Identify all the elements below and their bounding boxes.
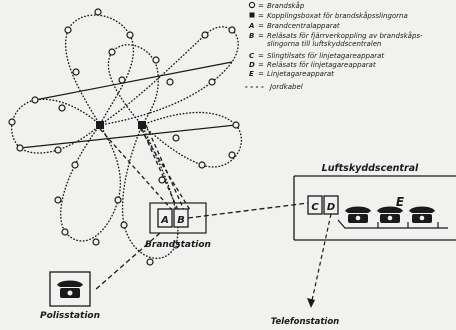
- arrow-head: [307, 298, 315, 308]
- cable-to-luftskydd: [187, 202, 309, 219]
- legend-symbol: D: [249, 61, 255, 69]
- brandskap-marker: [64, 26, 72, 34]
- legend-text: Jordkabel: [268, 83, 303, 91]
- device-d-label: D: [327, 202, 335, 213]
- brandskap-marker: [54, 146, 62, 154]
- legend-text-2: slingorna till luftskyddscentralen: [267, 40, 382, 48]
- brandskap-circles: [8, 8, 240, 266]
- loop-second-bottom: [121, 123, 179, 259]
- legend-text: Linjetagareapparat: [267, 70, 334, 78]
- brandskap-marker: [16, 144, 24, 152]
- brandskap-marker: [71, 161, 79, 169]
- brandskap-marker: [8, 118, 16, 126]
- brandskap-marker: [92, 238, 100, 246]
- brandskap-marker: [201, 31, 209, 39]
- legend-eq: =: [258, 2, 264, 10]
- legend-text: Slingtilsats för linjetagareapparat: [267, 52, 384, 60]
- brandskap-marker: [31, 96, 39, 104]
- legend-eq: =: [258, 12, 264, 20]
- brandskap-marker: [208, 78, 216, 86]
- device-c-label: C: [311, 202, 319, 213]
- legend-symbol: A: [248, 22, 254, 30]
- brandskap-marker: [72, 68, 80, 76]
- device-a-label: A: [160, 215, 169, 226]
- brandskap-marker: [166, 78, 174, 86]
- legend-text: Brandcentralapparat: [267, 22, 340, 30]
- brandskap-marker: [118, 76, 126, 84]
- brandskap-marker: [198, 161, 206, 169]
- brandskap-marker: [120, 221, 128, 229]
- cross-line-2: [19, 124, 237, 149]
- legend: = Brandskåp = Kopplingsboxat för brandsk…: [245, 1, 423, 91]
- brandskap-marker: [232, 121, 240, 129]
- brandskap-marker: [114, 196, 122, 204]
- loop-second-right: [140, 111, 242, 168]
- telefonstation-label: Telefonstation: [271, 317, 339, 327]
- phone-icon-2: [377, 206, 403, 223]
- legend-symbol: E: [249, 70, 254, 78]
- legend-eq: =: [258, 22, 264, 30]
- legend-square-icon: [249, 12, 255, 18]
- brandskap-marker: [146, 258, 154, 266]
- cables-to-brandstation: [99, 124, 191, 211]
- brandskap-marker: [152, 56, 160, 64]
- luftskydd-title: Luftskyddscentral: [322, 163, 419, 174]
- brandskap-marker: [172, 241, 180, 249]
- device-e-label: E: [396, 195, 405, 209]
- junction-box-left: [96, 121, 104, 129]
- device-b-label: B: [177, 215, 185, 226]
- cross-line-1: [34, 61, 233, 101]
- device-c-box: [307, 195, 323, 215]
- legend-eq: =: [258, 70, 264, 78]
- brandskap-marker: [61, 228, 69, 236]
- brandskap-marker: [58, 104, 66, 112]
- phone-bus-line: [337, 219, 448, 229]
- legend-text: Reläsats för linjetagareapparat: [267, 61, 376, 69]
- legend-text: Kopplingsboxat för brandskåpsslingorna: [267, 11, 408, 20]
- device-a-box: [157, 208, 173, 228]
- luftskydd-frame: [293, 175, 456, 241]
- cable-right-box-1: [141, 128, 179, 211]
- cable-to-telefonstation: [310, 213, 332, 306]
- polisstation-phone-icon: [57, 280, 83, 298]
- cable-right-box-2: [145, 124, 185, 211]
- crossing-lines: [19, 61, 237, 149]
- brandskap-marker: [158, 176, 166, 184]
- phone-icon-3: [409, 206, 435, 223]
- phone-icon-1: [345, 206, 371, 223]
- loop-second-top: [107, 44, 159, 127]
- legend-eq: =: [258, 52, 264, 60]
- legend-text: Brandskåp: [267, 1, 305, 10]
- brandskap-marker: [228, 151, 236, 159]
- legend-symbol: C: [249, 52, 255, 60]
- brandskap-marker: [126, 31, 134, 39]
- loop-bottom: [60, 123, 122, 242]
- polisstation-frame: [49, 271, 91, 307]
- legend-symbol: B: [249, 32, 254, 40]
- brandskap-marker: [108, 48, 116, 56]
- legend-circle-icon: [248, 1, 256, 9]
- brandskap-marker: [54, 196, 62, 204]
- loop-top-right: [99, 26, 239, 126]
- legend-text: Reläsats för fjärrverkoppling av brandsk…: [267, 31, 423, 40]
- brandskap-marker: [94, 8, 102, 16]
- legend-eq: =: [258, 32, 264, 40]
- legend-dash-symbol: - - - -: [245, 83, 264, 91]
- polisstation-label: Polisstation: [40, 311, 100, 321]
- legend-eq: =: [258, 61, 264, 69]
- junction-box-right: [138, 121, 146, 129]
- cable-to-polisstation: [94, 232, 161, 291]
- brandskap-marker: [228, 26, 236, 34]
- brandskap-marker: [172, 134, 180, 142]
- brandstation-label: Brandstation: [145, 240, 211, 250]
- brandstation-frame: [149, 202, 207, 234]
- cable-right-box-3: [139, 127, 191, 211]
